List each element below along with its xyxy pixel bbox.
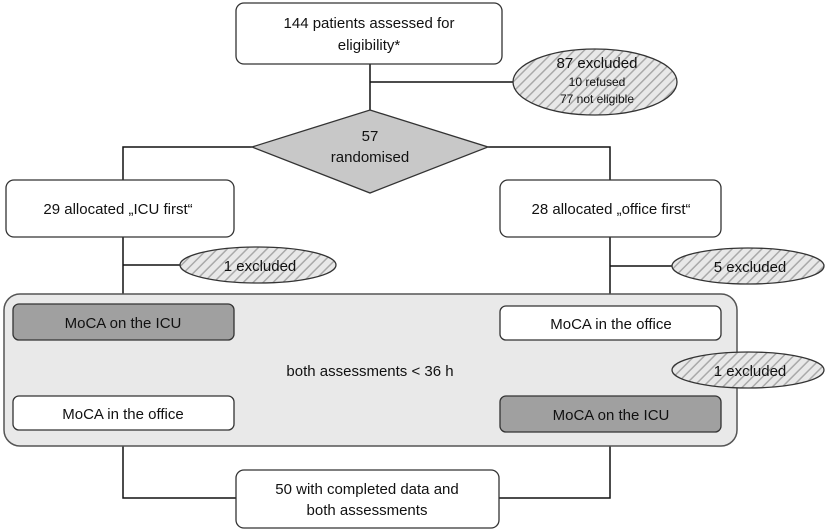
office-first-excluded-before-ellipse: 5 excluded: [671, 247, 825, 285]
office-first-moca-office-label: MoCA in the office: [550, 316, 671, 333]
allocated-office-first-label: 28 allocated „office first“: [532, 201, 691, 218]
randomised-label: randomised: [331, 149, 409, 166]
completed-box: 50 with completed data and both assessme…: [235, 469, 500, 529]
allocated-icu-first-box: 29 allocated „ICU first“: [5, 179, 235, 238]
allocated-icu-first-label: 29 allocated „ICU first“: [43, 201, 192, 218]
completed-line1: 50 with completed data and: [275, 481, 458, 498]
excluded-initial-ellipse: 87 excluded 10 refused 77 not eligible: [512, 48, 678, 116]
icu-first-moca-icu-box: MoCA on the ICU: [12, 303, 235, 341]
excluded-initial-refused: 10 refused: [569, 75, 626, 89]
icu-first-moca-office-label: MoCA in the office: [62, 406, 183, 423]
timing-note: both assessments < 36 h: [286, 363, 453, 380]
excluded-initial-title: 87 excluded: [557, 55, 638, 72]
icu-first-moca-icu-label: MoCA on the ICU: [65, 315, 182, 332]
assessed-line1: 144 patients assessed for: [284, 15, 455, 32]
icu-first-excluded-label: 1 excluded: [224, 258, 297, 275]
completed-line2: both assessments: [307, 502, 428, 519]
assessed-box: 144 patients assessed for eligibility*: [235, 2, 503, 65]
icu-first-excluded-ellipse: 1 excluded: [179, 246, 337, 284]
office-first-moca-office-box: MoCA in the office: [499, 305, 722, 341]
office-first-excluded-before-label: 5 excluded: [714, 259, 787, 276]
icu-first-moca-office-box: MoCA in the office: [12, 395, 235, 431]
allocated-office-first-box: 28 allocated „office first“: [499, 179, 722, 238]
randomised-diamond: 57 randomised: [250, 109, 490, 194]
assessed-line2: eligibility*: [338, 37, 401, 54]
excluded-initial-not-eligible: 77 not eligible: [560, 92, 634, 106]
office-first-excluded-between-label: 1 excluded: [714, 363, 787, 380]
randomised-count: 57: [362, 128, 379, 145]
office-first-moca-icu-box: MoCA on the ICU: [499, 395, 722, 433]
office-first-excluded-between-ellipse: 1 excluded: [671, 351, 825, 389]
office-first-moca-icu-label: MoCA on the ICU: [553, 407, 670, 424]
